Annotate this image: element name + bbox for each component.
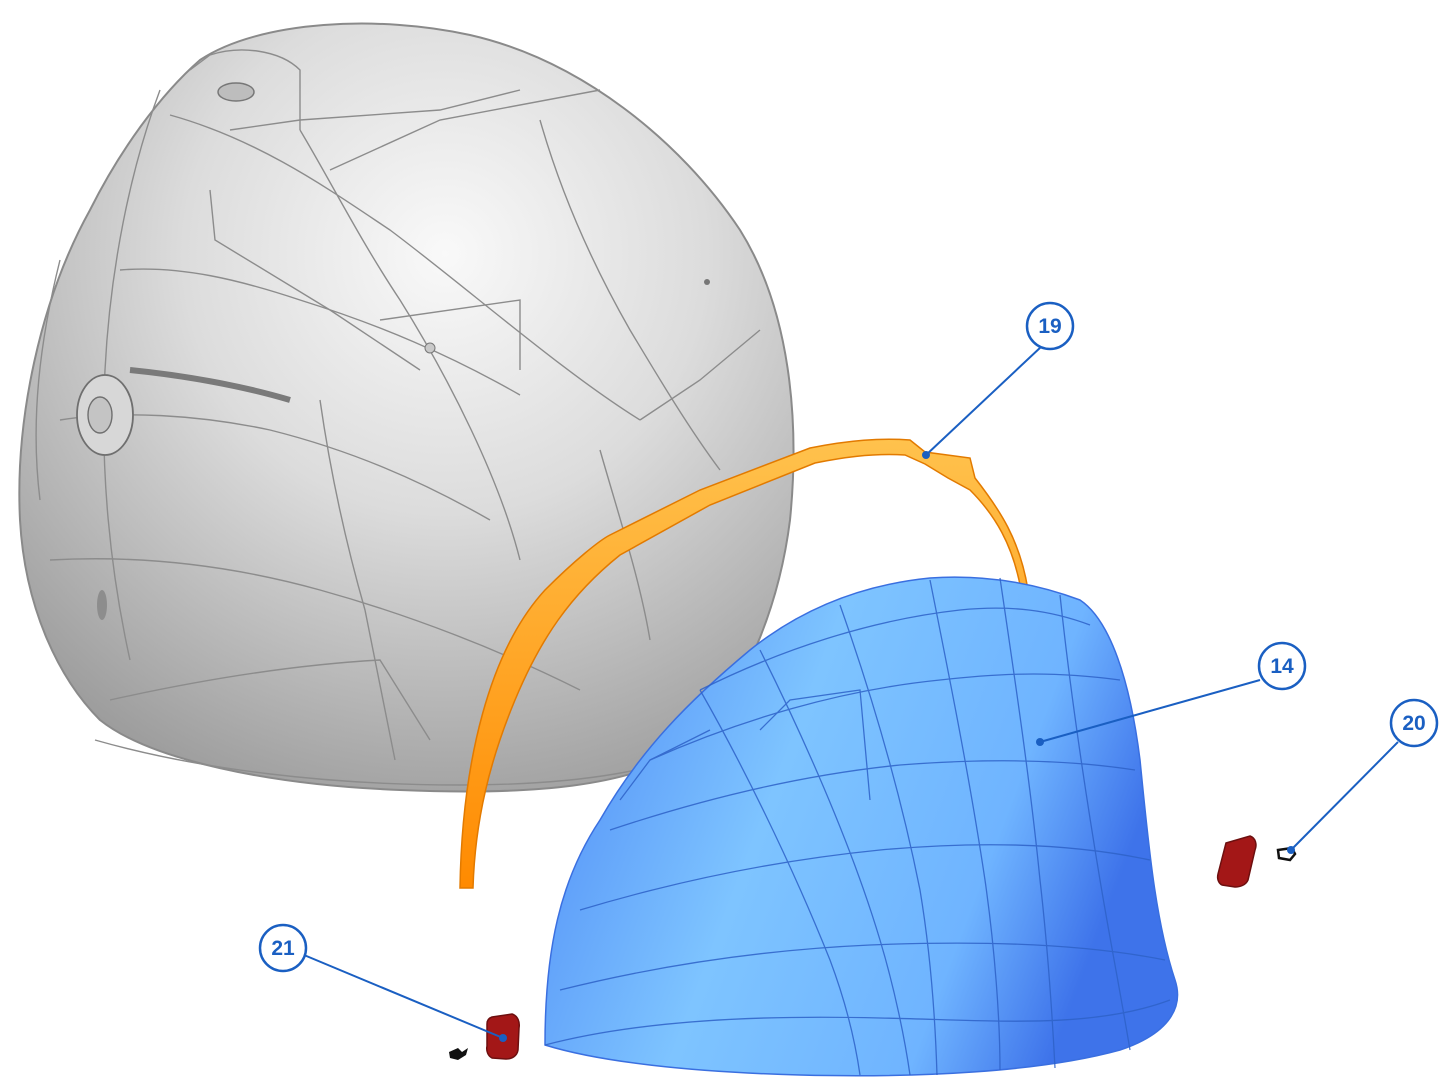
callout-20-label: 20 [1402,712,1425,735]
callout-19-label: 19 [1038,315,1061,338]
callout-20: 20 [1287,698,1439,854]
front-clip-screw [449,1048,468,1060]
callout-21-label: 21 [271,937,295,960]
callout-19: 19 [922,301,1075,459]
callout-14-leader [1039,679,1261,743]
callout-14: 14 [1036,641,1307,746]
callout-19-bubble [1025,301,1075,351]
helmet-shell-details [76,82,710,620]
helmet-shell-panel-lines [35,49,761,786]
callout-21-dot [499,1034,507,1042]
callout-19-leader [925,345,1043,456]
callout-14-label: 14 [1270,655,1294,678]
callout-21-bubble [258,923,308,973]
callout-21-leader [303,954,504,1039]
callout-14-dot [1036,738,1044,746]
callout-20-leader [1290,741,1399,851]
inner-liner [544,576,1179,1077]
callout-19-dot [922,451,930,459]
callout-20-bubble [1389,698,1439,748]
callout-20-dot [1287,846,1295,854]
helmet-shell [18,22,795,793]
callout-14-bubble [1257,641,1307,691]
rear-clip-block [1216,835,1257,888]
rear-clip [1216,835,1297,888]
inner-liner-panel-lines [544,577,1171,1076]
callout-21: 21 [258,923,507,1042]
inner-liner-body [544,576,1179,1077]
